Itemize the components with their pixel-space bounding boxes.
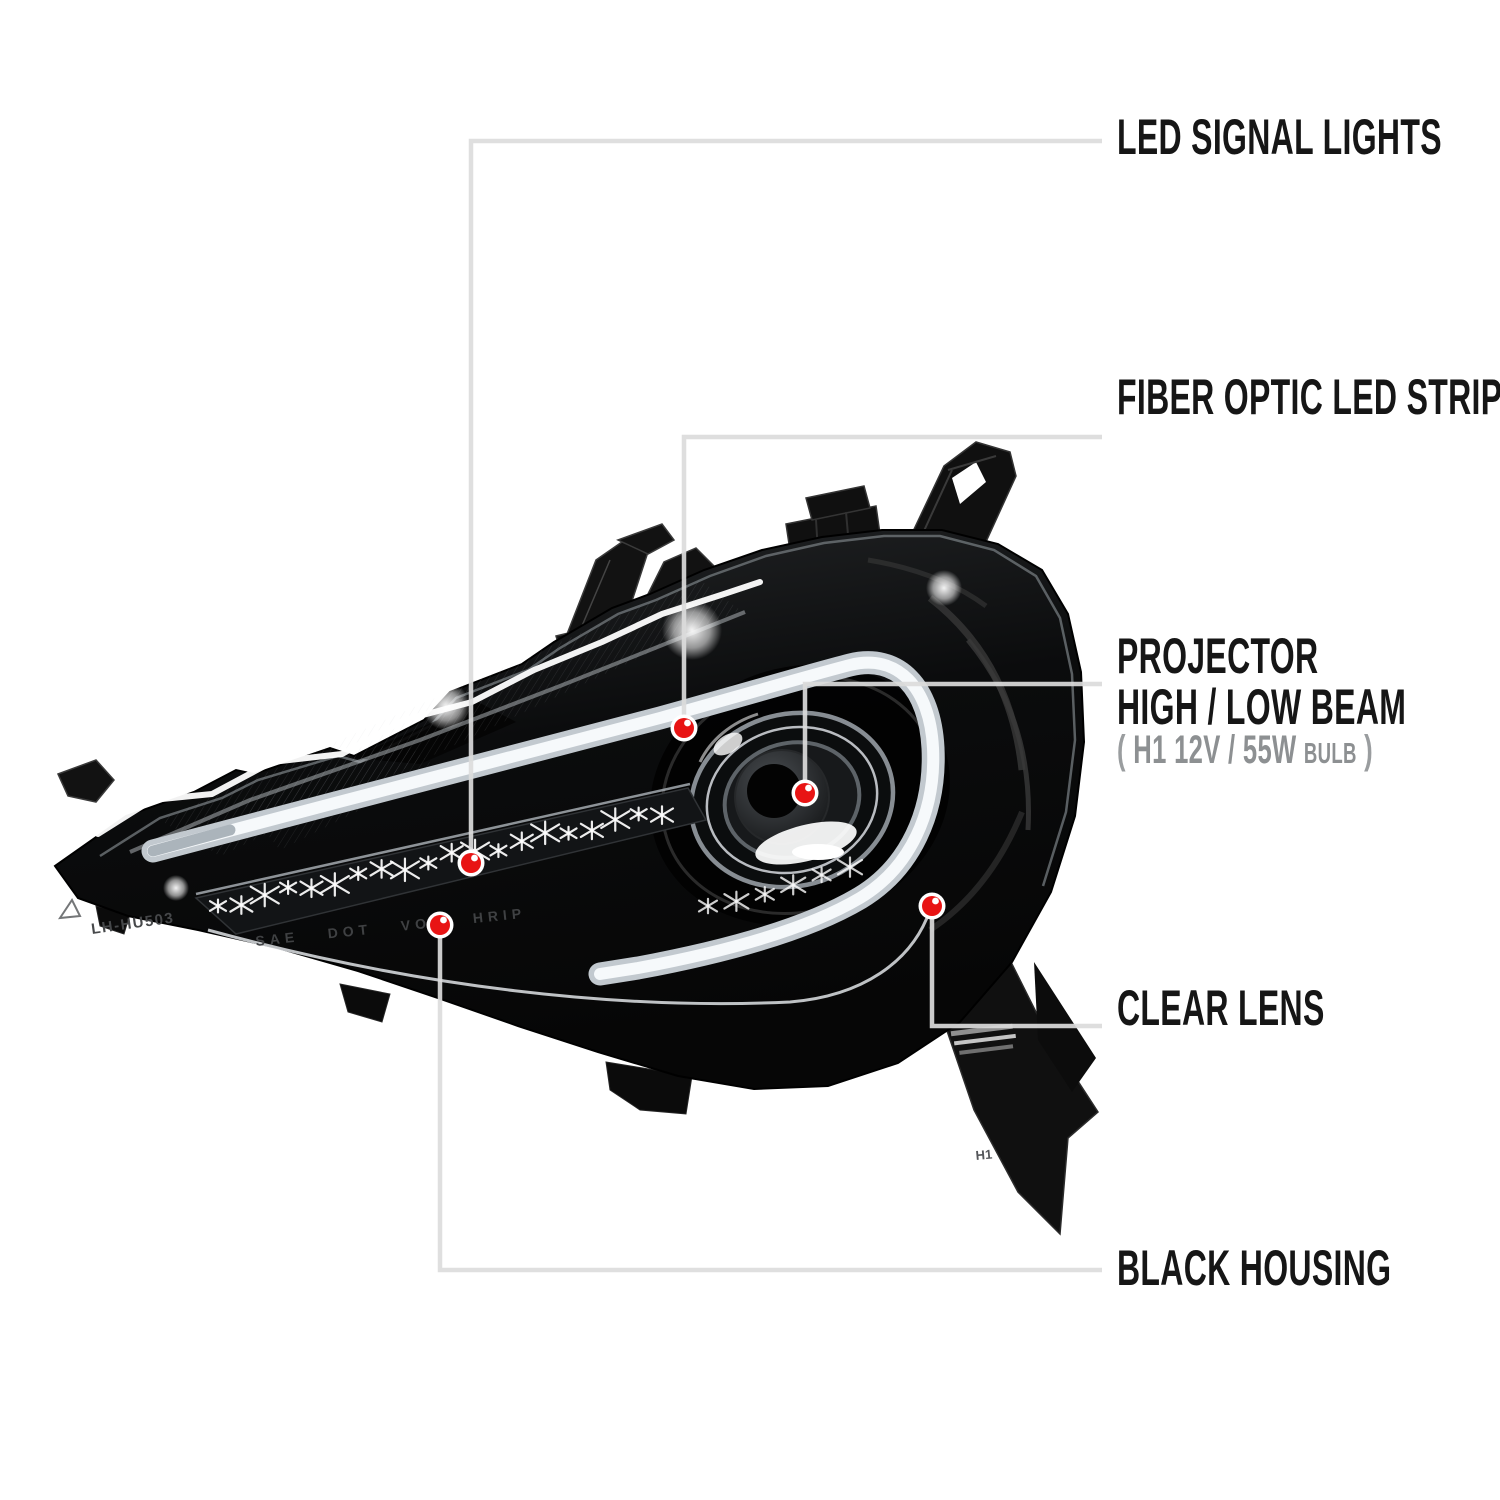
specular-highlights	[163, 570, 962, 901]
bulb-type-stamp: H1	[975, 1147, 993, 1163]
label-projector-line1: PROJECTOR	[1117, 628, 1319, 684]
callout-line-clear-lens	[929, 906, 1102, 1029]
spec-bulb-word: BULB	[1303, 738, 1357, 770]
marker-black-housing	[426, 911, 454, 939]
label-led-signal-lights: LED SIGNAL LIGHTS	[1117, 109, 1442, 165]
marker-led-signal	[457, 849, 485, 877]
led-crystal-reflectors	[208, 805, 864, 915]
label-projector-bulb-spec: ( H1 12V / 55W BULB )	[1117, 728, 1373, 776]
callout-line-led-signal	[468, 138, 1102, 863]
callout-line-black-housing	[437, 925, 1102, 1273]
label-black-housing: BLACK HOUSING	[1117, 1240, 1392, 1296]
projector-lens	[688, 710, 896, 890]
spec-close-paren: )	[1356, 728, 1374, 772]
marker-clear-lens	[918, 892, 946, 920]
callout-lines	[437, 138, 1102, 1273]
callout-line-fiber-optic	[681, 434, 1102, 728]
marker-projector	[791, 779, 819, 807]
label-clear-lens: CLEAR LENS	[1117, 980, 1325, 1036]
label-projector-line2: HIGH / LOW BEAM	[1117, 679, 1407, 735]
marker-fiber-optic	[670, 714, 698, 742]
spec-main: H1 12V / 55W	[1133, 728, 1304, 772]
callout-line-projector	[802, 681, 1102, 793]
fiber-optic-led-tube	[141, 651, 945, 986]
triangle-mark-icon	[57, 898, 82, 920]
spec-open-paren: (	[1117, 728, 1134, 772]
callout-markers	[426, 714, 946, 939]
led-signal-strip	[194, 782, 864, 935]
label-fiber-optic-led-strip: FIBER OPTIC LED STRIP	[1117, 369, 1500, 425]
